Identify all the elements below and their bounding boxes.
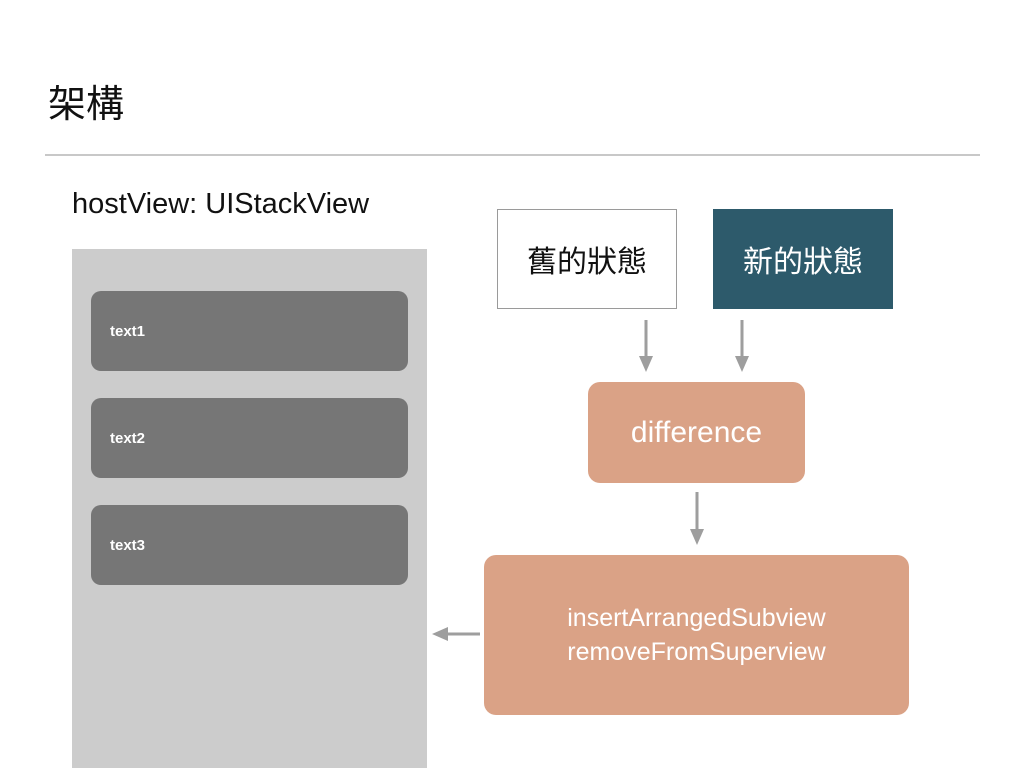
update-methods-box: insertArrangedSubview removeFromSupervie… <box>484 555 909 715</box>
arrow-methods-to-host-view <box>432 627 480 641</box>
stack-item-text3: text3 <box>91 505 408 585</box>
arrow-new-state-to-difference <box>735 320 749 372</box>
stack-item-label: text2 <box>110 429 146 447</box>
new-state-box: 新的狀態 <box>713 209 893 309</box>
arrow-old-state-to-difference <box>639 320 653 372</box>
slide-title: 架構 <box>48 82 125 126</box>
stack-item-label: text3 <box>110 536 146 554</box>
remove-method-label: removeFromSuperview <box>567 638 826 666</box>
difference-box: difference <box>588 382 805 483</box>
old-state-box: 舊的狀態 <box>497 209 677 309</box>
host-view-label: hostView: UIStackView <box>72 188 370 220</box>
arrow-difference-to-methods <box>690 492 704 545</box>
stack-item-label: text1 <box>110 322 146 340</box>
stack-item-text1: text1 <box>91 291 408 371</box>
stack-item-text2: text2 <box>91 398 408 478</box>
insert-method-label: insertArrangedSubview <box>567 604 826 632</box>
title-divider <box>45 154 980 156</box>
